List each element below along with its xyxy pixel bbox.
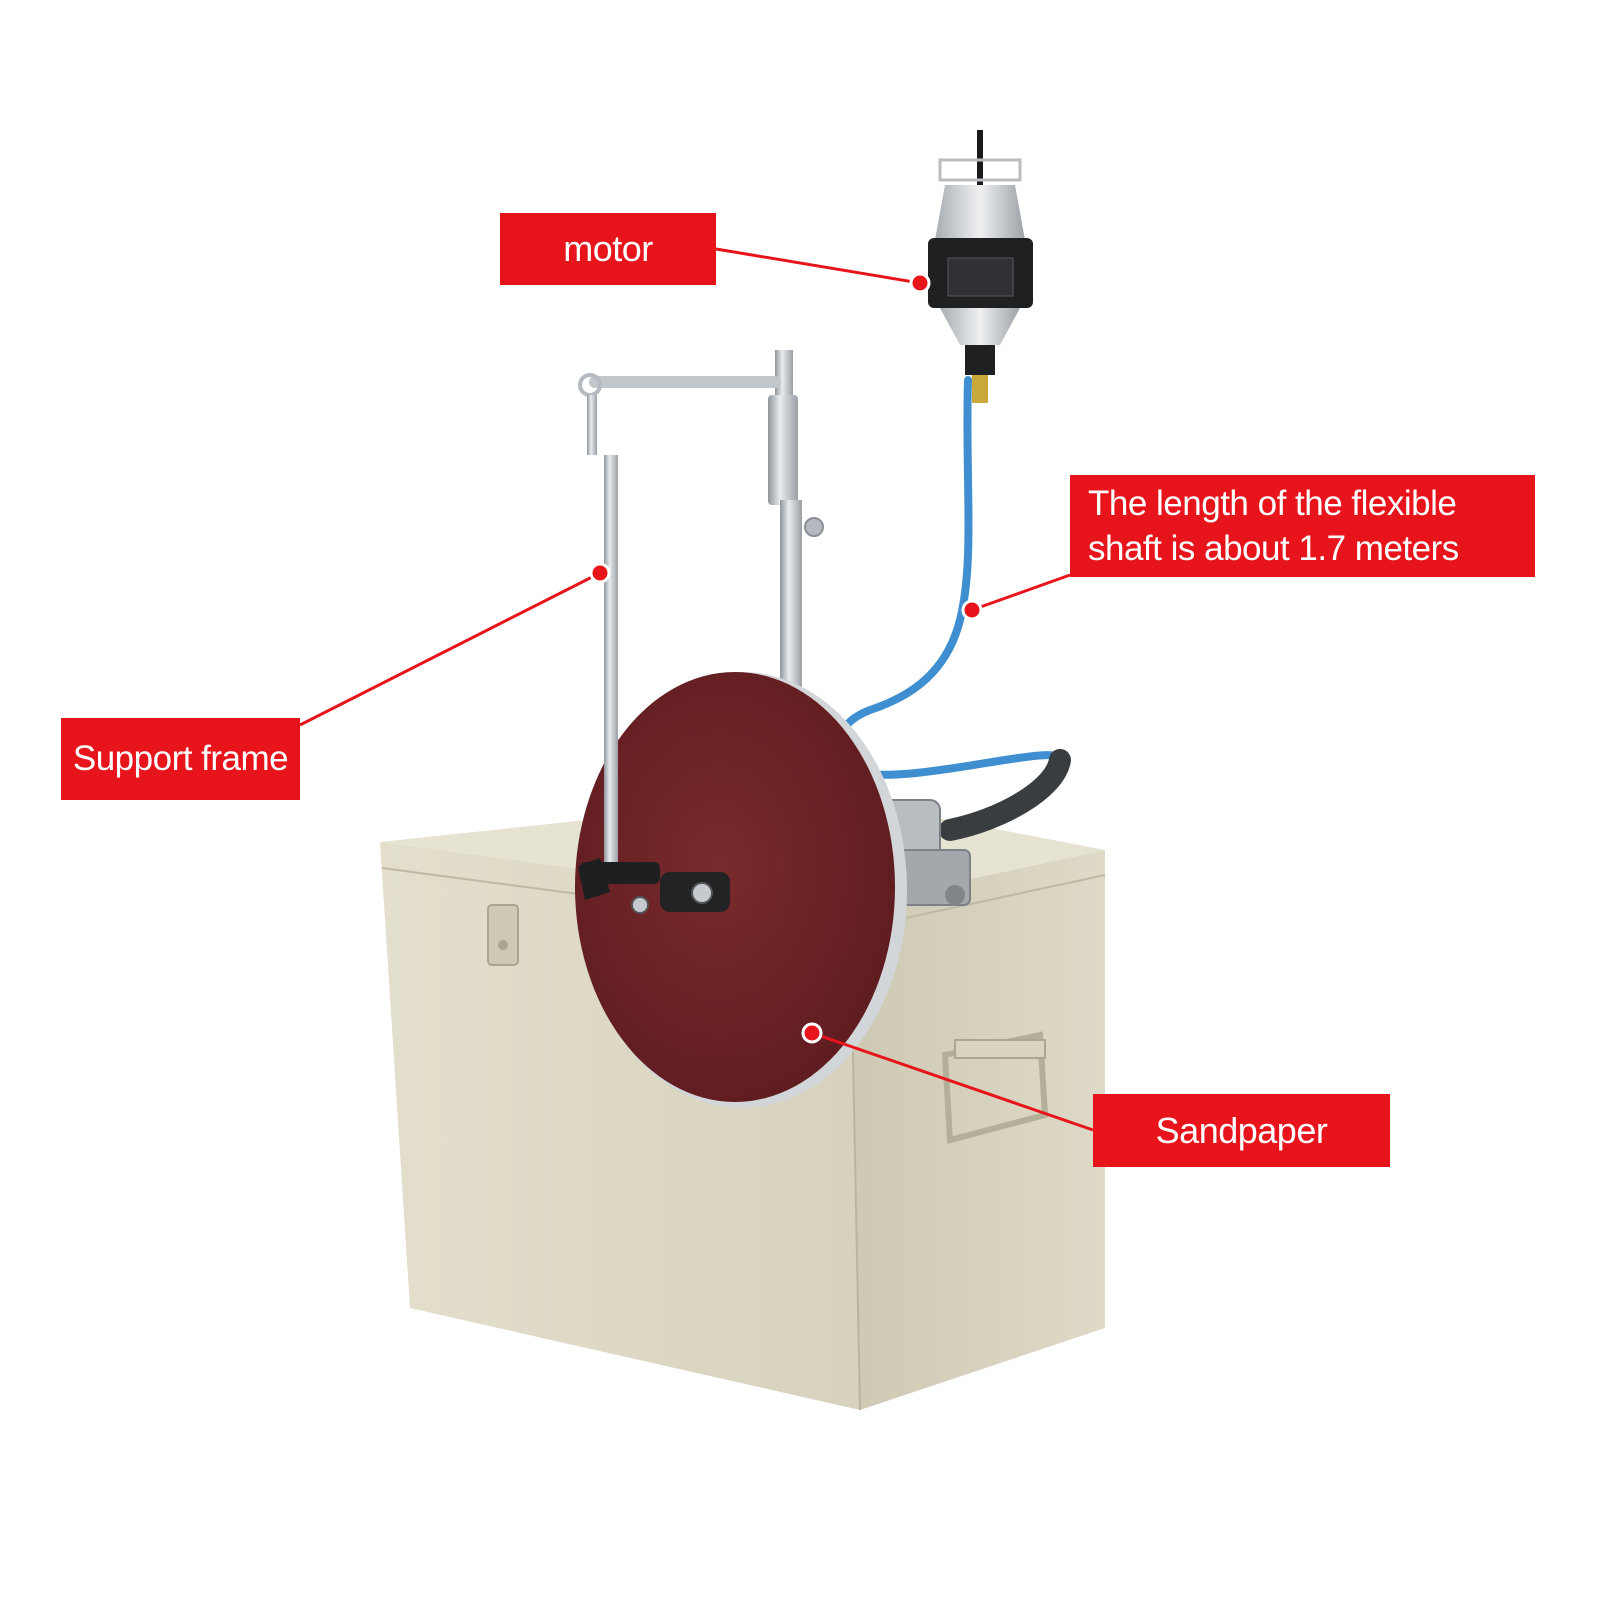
motor-callout: motor: [500, 213, 716, 285]
flexible-shaft-callout: The length of the flexible shaft is abou…: [1070, 475, 1535, 577]
motor-leader: [715, 247, 921, 285]
motor: [928, 130, 1033, 403]
support-frame-rod: [578, 373, 730, 914]
shaft-dot: [961, 599, 983, 621]
frame-leader: [299, 571, 601, 727]
shaft-leader: [971, 573, 1071, 612]
motor-dot: [909, 272, 931, 294]
box-latch: [487, 904, 519, 966]
sandpaper-callout: Sandpaper: [1093, 1094, 1390, 1167]
sandpaper-dot: [801, 1022, 823, 1044]
flexible-shaft-callout-line1: The length of the flexible: [1088, 484, 1457, 523]
sandpaper-callout-text: Sandpaper: [1155, 1109, 1328, 1151]
callout-leaders: [299, 247, 1094, 1132]
support-frame-callout-text: Support frame: [72, 739, 289, 778]
sandpaper-leader: [811, 1031, 1094, 1132]
support-post: [589, 350, 824, 710]
support-frame-callout: Support frame: [61, 718, 300, 800]
flexible-shaft-callout-line2: shaft is about 1.7 meters: [1088, 529, 1459, 568]
motor-callout-text: motor: [563, 228, 653, 269]
frame-dot: [589, 562, 611, 584]
sandpaper-disc: [575, 672, 907, 1108]
flexible-shaft: [833, 376, 1071, 841]
